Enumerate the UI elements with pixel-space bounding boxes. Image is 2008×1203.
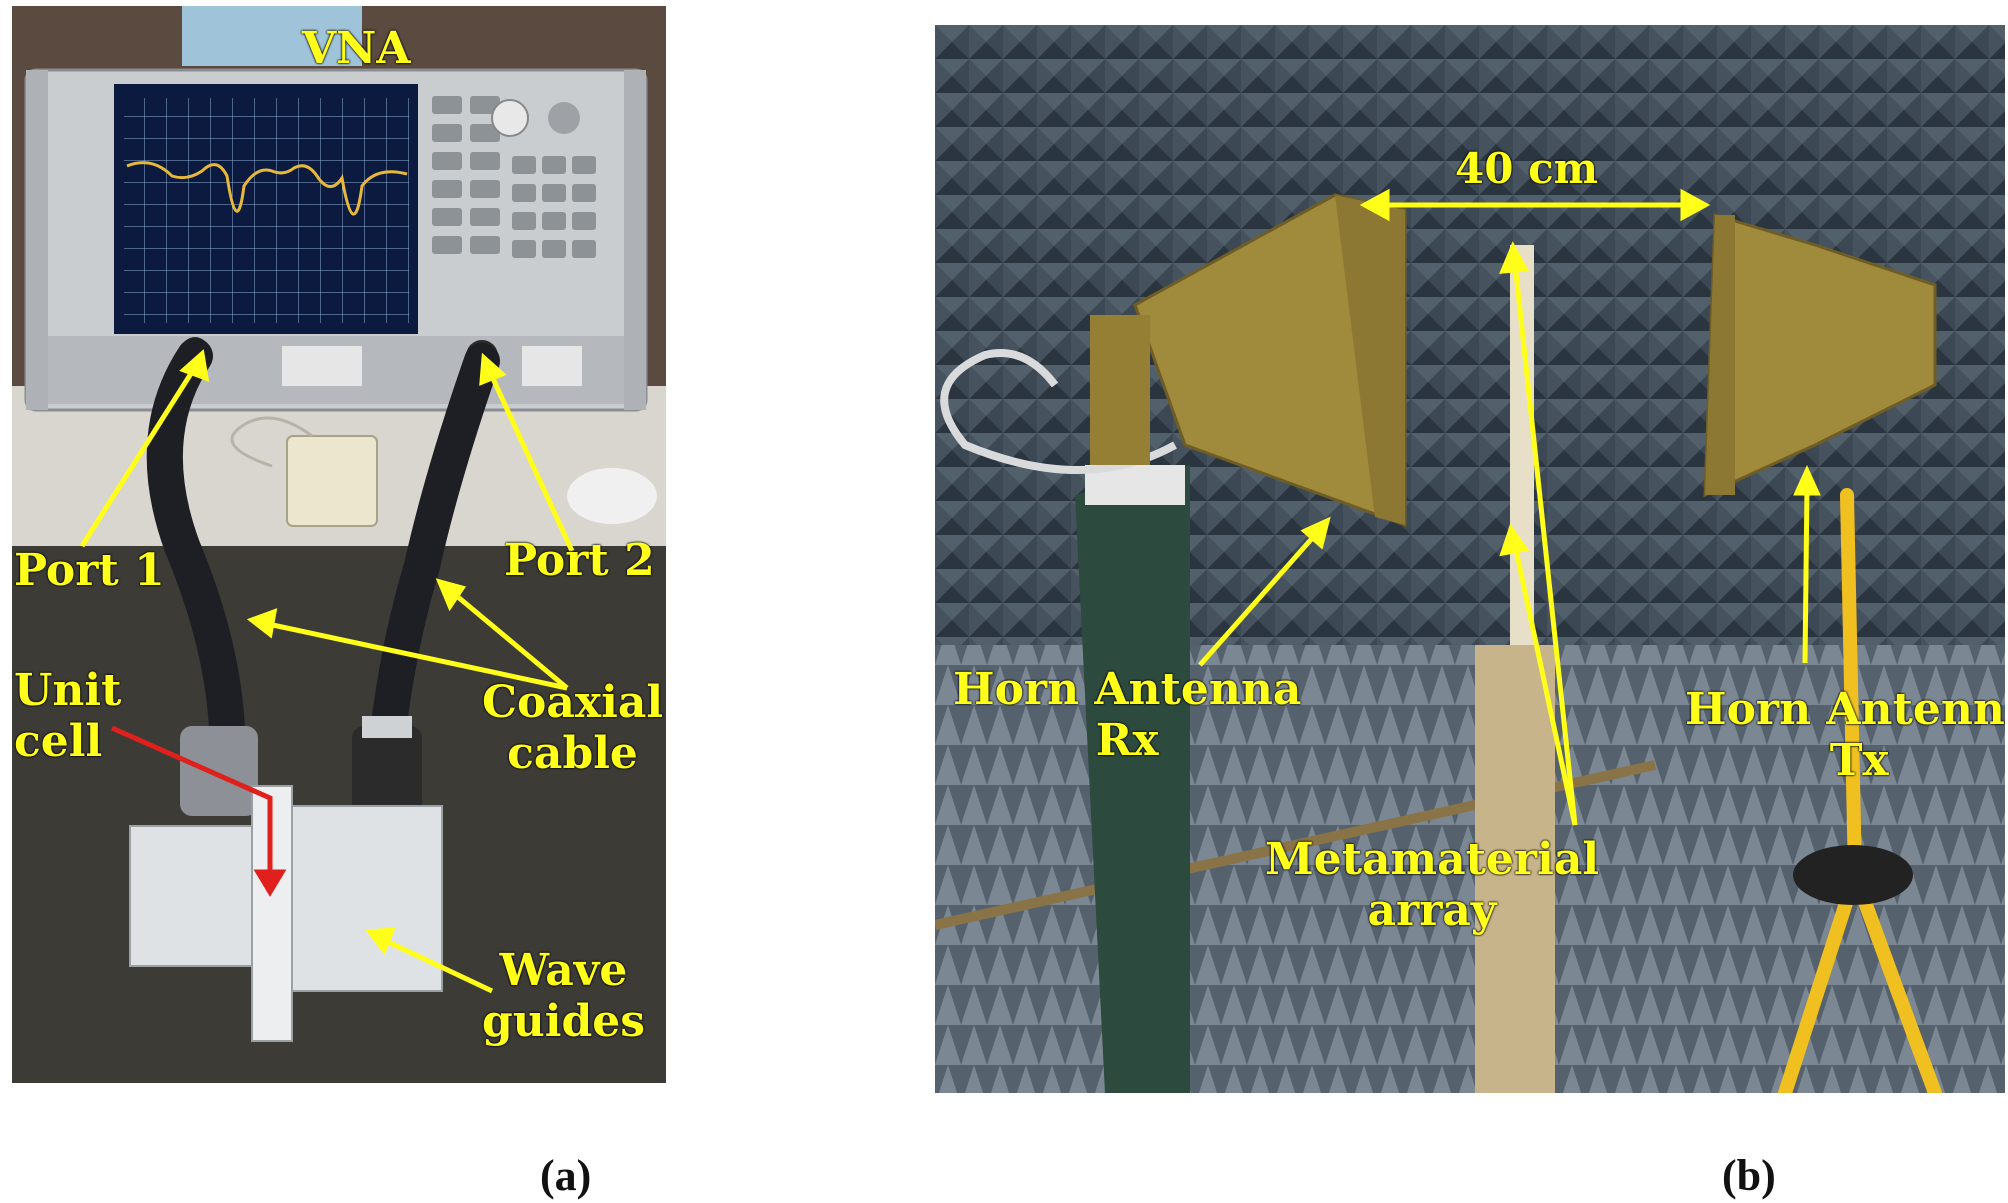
label-coaxial-line1: Coaxial (482, 677, 664, 728)
arrow-tx (1802, 484, 1810, 664)
label-meta-line2: array (1367, 884, 1497, 936)
label-wave-line1: Wave (499, 945, 628, 996)
arrow-port1 (79, 362, 200, 548)
waveguide-2 (291, 805, 443, 992)
anechoic-chamber-photo (935, 25, 2005, 1093)
arrow-port2 (487, 370, 575, 553)
label-horn-rx: Horn Antenna Rx (953, 664, 1302, 766)
label-coaxial-cable: Coaxial cable (482, 677, 664, 779)
label-horn-tx-line1: Horn Antenna (1685, 684, 2005, 735)
caption-b: (b) (1722, 1151, 1776, 1200)
label-horn-tx: Horn Antenna Tx (1685, 684, 2005, 786)
label-port-1: Port 1 (14, 545, 165, 596)
label-wave-guides: Wave guides (482, 945, 646, 1047)
coaxial-cable-1 (146, 338, 246, 784)
arrow-coax-2 (450, 590, 569, 690)
photo-panel-b: 40 cm Horn Antenna Rx Horn Antenna Tx Me… (935, 25, 2005, 1093)
label-vna: VNA (302, 23, 411, 74)
label-meta-line1: Metamaterial (1265, 834, 1600, 885)
vna-setup-photo (12, 6, 666, 1083)
label-horn-rx-line1: Horn Antenna (953, 664, 1302, 715)
label-unit-cell-line1: Unit (14, 665, 122, 716)
photo-panel-a: VNA Port 1 Port 2 Unit cell Coaxial cabl… (12, 6, 666, 1083)
arrow-waveguides (382, 937, 494, 994)
waveguide-1 (129, 825, 261, 967)
caption-a: (a) (540, 1151, 592, 1200)
arrow-coax-1 (267, 621, 568, 691)
label-horn-rx-line2: Rx (1095, 714, 1159, 766)
arrow-unit-cell (110, 725, 287, 897)
arrow-meta-1 (1512, 262, 1578, 826)
label-horn-tx-line2: Tx (1829, 734, 1889, 786)
label-distance: 40 cm (1455, 144, 1599, 193)
coaxial-cable-2 (366, 343, 500, 794)
label-metamaterial-array: Metamaterial array (1265, 834, 1600, 936)
label-coaxial-line2: cable (507, 727, 638, 779)
foam-post (1075, 465, 1190, 1093)
label-unit-cell-line2: cell (14, 715, 103, 767)
arrow-rx (1198, 533, 1317, 667)
label-wave-line2: guides (482, 995, 646, 1047)
label-port-2: Port 2 (504, 535, 655, 586)
arrow-meta-2 (1512, 544, 1578, 826)
tripod (1778, 488, 1942, 1093)
label-unit-cell: Unit cell (14, 665, 122, 767)
